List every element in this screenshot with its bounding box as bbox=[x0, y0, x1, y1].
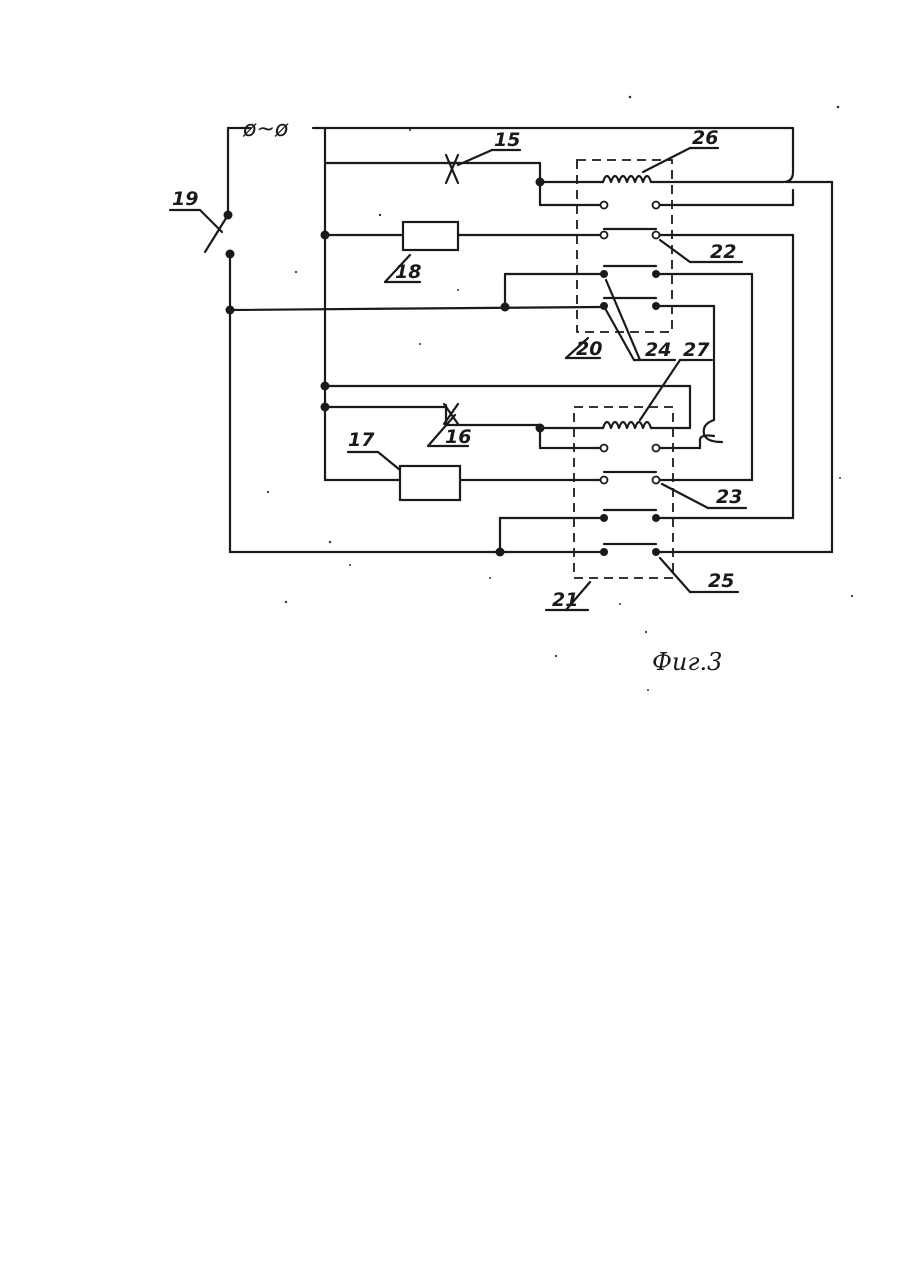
label-relay-bottom: 21 bbox=[552, 589, 578, 611]
device-18: 18 bbox=[325, 222, 793, 518]
figure-caption: Фиг.3 bbox=[652, 648, 722, 676]
label-device-top: 18 bbox=[395, 261, 421, 283]
label-contact-pair: 24 bbox=[645, 339, 671, 361]
relay-21 bbox=[325, 386, 714, 578]
label-coil-top: 26 bbox=[692, 127, 718, 149]
label-switch: 19 bbox=[172, 188, 198, 210]
label-valve-bottom: 16 bbox=[445, 426, 471, 448]
relay-21-wiring: 23 21 25 27 bbox=[230, 182, 832, 611]
label-contact-bottom: 23 bbox=[716, 486, 742, 508]
label-contact-bottom-last: 25 bbox=[708, 570, 734, 592]
device-17: 17 bbox=[325, 429, 752, 500]
label-device-bottom: 17 bbox=[348, 429, 375, 451]
neutral-bus bbox=[321, 128, 330, 480]
switch-19: 19 bbox=[170, 188, 235, 552]
valve-15: 15 bbox=[325, 129, 540, 183]
label-valve-top: 15 bbox=[494, 129, 520, 151]
relay-20 bbox=[536, 128, 833, 332]
power-symbol: ø~ø bbox=[242, 117, 289, 142]
label-relay-top: 20 bbox=[576, 338, 602, 360]
label-contact-top: 22 bbox=[710, 241, 736, 263]
label-coil-bottom: 27 bbox=[683, 339, 710, 361]
